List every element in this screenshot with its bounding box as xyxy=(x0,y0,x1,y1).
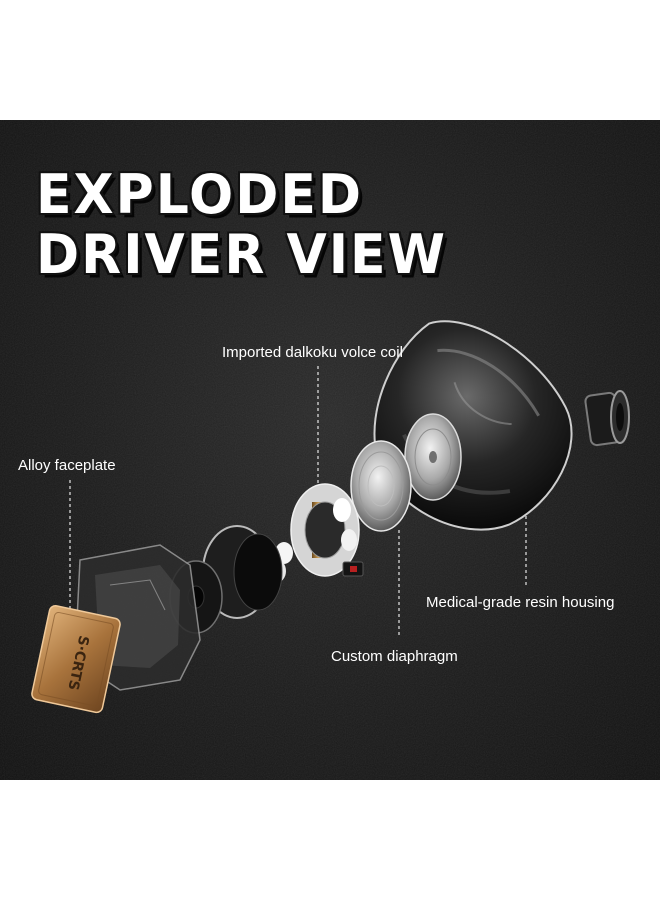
alloy-faceplate xyxy=(31,604,121,714)
voice-coil-assembly xyxy=(290,483,360,577)
red-port-component xyxy=(342,561,364,577)
callout-faceplate: Alloy faceplate xyxy=(18,457,116,474)
exploded-earphone-illustration: S·CRTS xyxy=(31,320,630,714)
metal-dome-disc xyxy=(404,413,462,501)
product-photo-panel: EXPLODED DRIVER VIEW xyxy=(0,120,660,780)
black-cavity-cylinder xyxy=(202,525,283,619)
headline-line-1: EXPLODED xyxy=(36,163,364,227)
callout-diaphragm: Custom diaphragm xyxy=(331,648,458,665)
callout-housing: Medical-grade resin housing xyxy=(426,594,615,611)
headline-line-2: DRIVER VIEW xyxy=(36,223,447,287)
diaphragm-disc xyxy=(350,440,412,532)
callout-voice-coil: Imported dalkoku volce coil xyxy=(222,344,403,361)
housing-nozzle xyxy=(584,390,630,447)
